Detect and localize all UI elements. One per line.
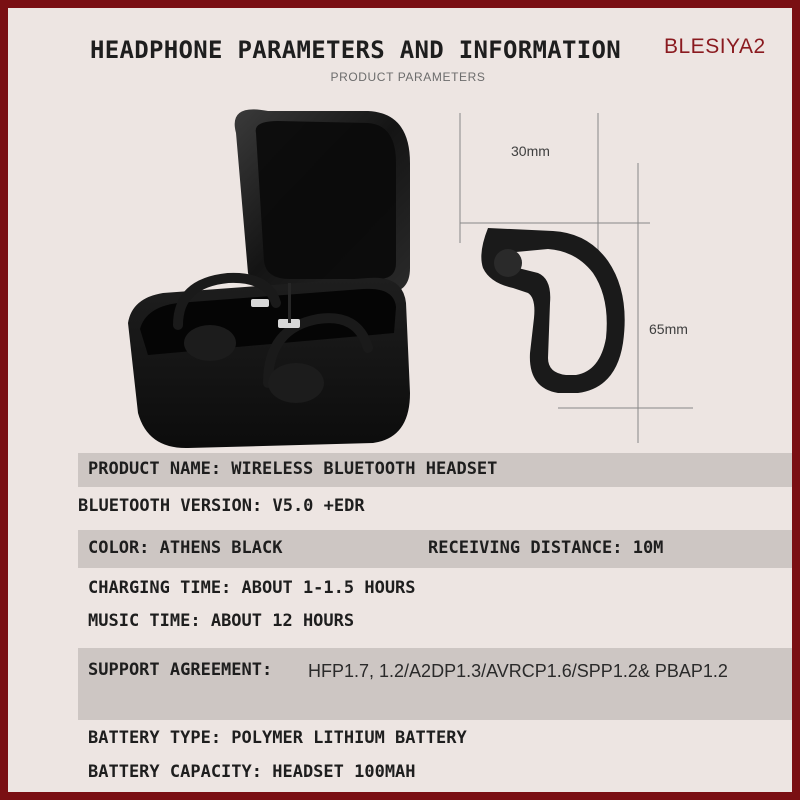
spec-row-battery: BATTERY TYPE: POLYMER LITHIUM BATTERY BA…	[78, 722, 792, 792]
page-subtitle: PRODUCT PARAMETERS	[330, 70, 486, 84]
spec-value: WIRELESS BLUETOOTH HEADSET	[231, 459, 498, 479]
earhook-dimension-diagram	[459, 113, 693, 443]
watermark-text: BLESIYA2	[664, 35, 766, 58]
spec-value: HEADSET 100MAH	[272, 762, 416, 782]
spec-row-color-distance: COLOR: ATHENS BLACK RECEIVING DISTANCE: …	[78, 530, 792, 568]
right-earbud-hook	[263, 313, 373, 388]
spec-label: BATTERY CAPACITY:	[88, 762, 273, 782]
spec-value: V5.0 +EDR	[272, 496, 365, 516]
earbud-speaker	[494, 249, 522, 277]
spec-value: HFP1.7, 1.2/A2DP1.3/AVRCP1.6/SPP1.2& PBA…	[308, 661, 728, 681]
spec-value: POLYMER LITHIUM BATTERY	[231, 728, 467, 748]
spec-row-product-name: PRODUCT NAME: WIRELESS BLUETOOTH HEADSET	[78, 453, 792, 487]
charging-case-image	[128, 109, 410, 449]
spec-row-support-agreement: SUPPORT AGREEMENT: HFP1.7, 1.2/A2DP1.3/A…	[78, 648, 792, 720]
spec-label: RECEIVING DISTANCE:	[428, 538, 633, 558]
spec-value: ABOUT 1-1.5 HOURS	[241, 578, 416, 598]
height-dimension-label: 65mm	[649, 321, 688, 337]
case-hinge	[288, 283, 291, 323]
battery-led-left	[251, 299, 269, 307]
right-earbud	[268, 363, 324, 403]
spec-label: BATTERY TYPE:	[88, 728, 232, 748]
left-earbud	[184, 325, 236, 361]
page-title: HEADPHONE PARAMETERS AND INFORMATION	[90, 36, 621, 64]
spec-label: CHARGING TIME:	[88, 578, 242, 598]
spec-label: BLUETOOTH VERSION:	[78, 496, 273, 516]
spec-row-time: CHARGING TIME: ABOUT 1-1.5 HOURS MUSIC T…	[78, 571, 792, 646]
case-lid-inner	[255, 121, 396, 279]
battery-led-right	[278, 319, 300, 328]
width-dimension-label: 30mm	[511, 143, 550, 159]
spec-row-bluetooth-version: BLUETOOTH VERSION: V5.0 +EDR	[78, 488, 792, 528]
left-earbud-hook	[173, 272, 281, 330]
product-info-panel: BLESIYA2 HEADPHONE PARAMETERS AND INFORM…	[8, 8, 792, 792]
earhook-inner-cutout	[505, 249, 607, 375]
spec-label: SUPPORT AGREEMENT:	[88, 660, 273, 680]
spec-label: PRODUCT NAME:	[88, 459, 232, 479]
spec-label: COLOR:	[88, 538, 160, 558]
spec-value: 10M	[632, 538, 664, 558]
spec-value: ABOUT 12 HOURS	[210, 611, 355, 631]
spec-label: MUSIC TIME:	[88, 611, 211, 631]
spec-value: ATHENS BLACK	[159, 538, 283, 558]
